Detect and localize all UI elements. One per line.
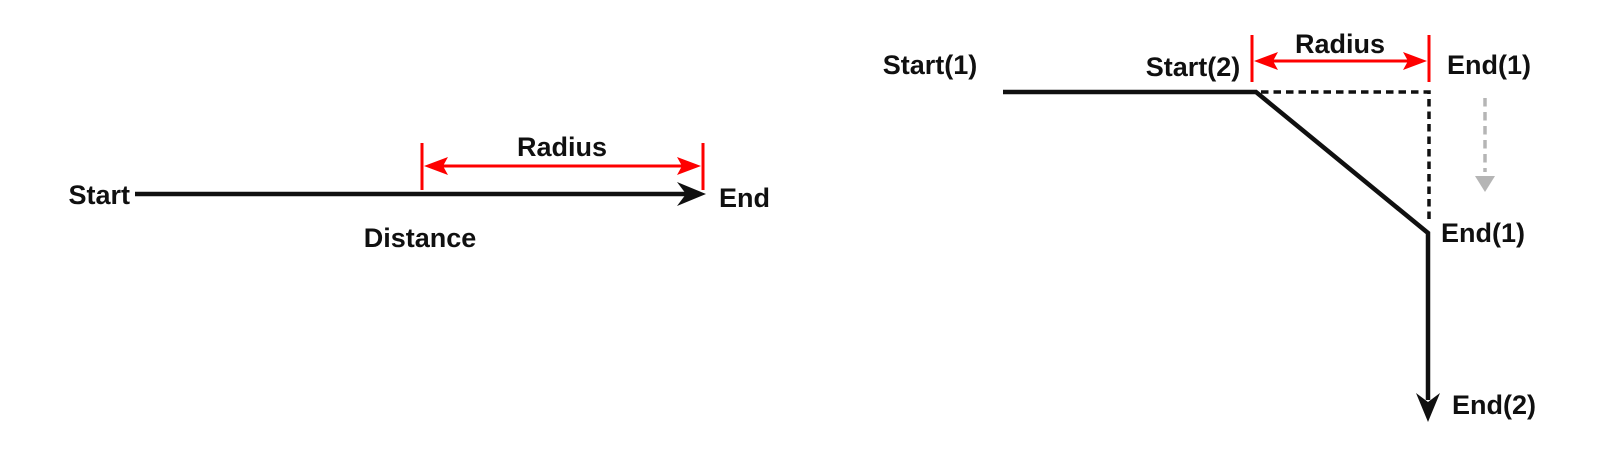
end1-ghost-label: End(1) <box>1447 50 1531 80</box>
distance-label: Distance <box>364 223 477 253</box>
start1-label: Start(1) <box>883 50 978 80</box>
radius-arrowhead-left-icon <box>424 157 448 175</box>
radius-label: Radius <box>1295 29 1385 59</box>
corner-path-dashed <box>1261 90 1431 222</box>
start-label: Start <box>68 180 130 210</box>
end-label: End <box>719 183 770 213</box>
end2-label: End(2) <box>1452 390 1536 420</box>
radius-label: Radius <box>517 132 607 162</box>
distance-diagram: Start End Distance Radius <box>68 132 770 253</box>
route-arrowhead-icon <box>1416 393 1440 422</box>
ghost-end-arrowhead-icon <box>1475 176 1495 192</box>
radius-arrowhead-right-icon <box>1403 52 1427 70</box>
route-path <box>1003 89 1431 400</box>
radius-arrowhead-left-icon <box>1254 52 1278 70</box>
radius-arrowhead-right-icon <box>677 157 701 175</box>
start2-label: Start(2) <box>1146 52 1241 82</box>
bend-route-diagram: Start(1) Start(2) Radius End(1) End(1) E… <box>883 29 1536 422</box>
end1-label: End(1) <box>1441 218 1525 248</box>
distance-arrowhead-icon <box>677 182 706 206</box>
